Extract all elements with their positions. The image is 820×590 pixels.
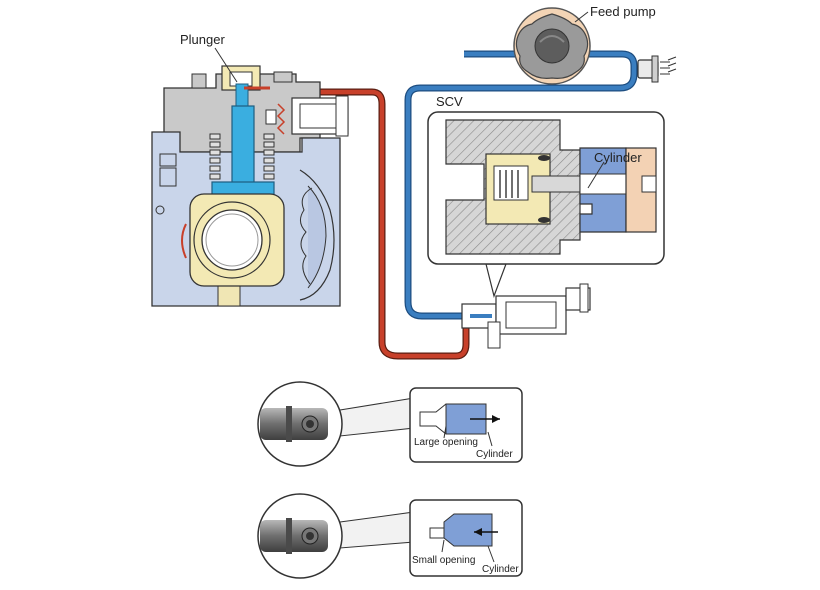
fuel-lines <box>270 50 677 360</box>
small-opening-label: Small opening <box>412 555 475 566</box>
detail-small-opening <box>257 493 523 579</box>
plunger-label: Plunger <box>180 32 225 47</box>
inlet-fitting <box>637 55 677 83</box>
large-opening-label: Large opening <box>414 437 478 448</box>
detail-large-opening <box>257 381 523 467</box>
feed-pump-label: Feed pump <box>590 4 656 19</box>
cylinder-label-scv: Cylinder <box>594 150 642 165</box>
plunger-spring <box>209 133 275 180</box>
plunger <box>231 105 255 189</box>
cam-roller <box>181 193 285 287</box>
scv-label: SCV <box>436 94 463 109</box>
cylinder-label-bottom: Cylinder <box>482 564 519 575</box>
scv-valve <box>461 283 591 349</box>
scv-cutaway <box>427 111 665 299</box>
cylinder-small <box>443 513 493 547</box>
cylinder-label-top: Cylinder <box>476 449 513 460</box>
feed-pump <box>513 7 591 85</box>
plunger-assembly <box>209 65 349 197</box>
